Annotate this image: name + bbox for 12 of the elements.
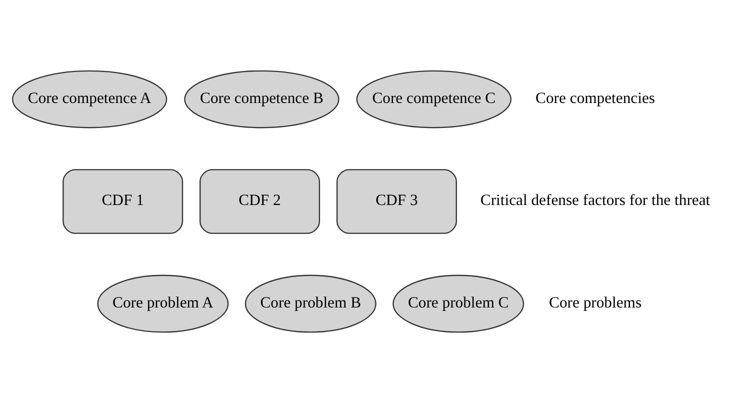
node-box: CDF 2 <box>200 168 320 234</box>
label: Core problems <box>549 294 642 311</box>
label: Core competencies <box>536 89 656 106</box>
node-ellipse: Core problem A <box>97 274 229 332</box>
label: Critical defense factors for the threat <box>480 192 710 209</box>
node-ellipse: Core competence A <box>12 70 168 128</box>
node-box: CDF 1 <box>62 168 184 234</box>
node-ellipse: Core competence B <box>184 70 340 128</box>
node-ellipse: Core problem C <box>392 274 524 332</box>
node-ellipse: Core competence C <box>356 70 512 128</box>
node-box: CDF 3 <box>336 168 457 234</box>
node-ellipse: Core problem B <box>244 274 376 332</box>
